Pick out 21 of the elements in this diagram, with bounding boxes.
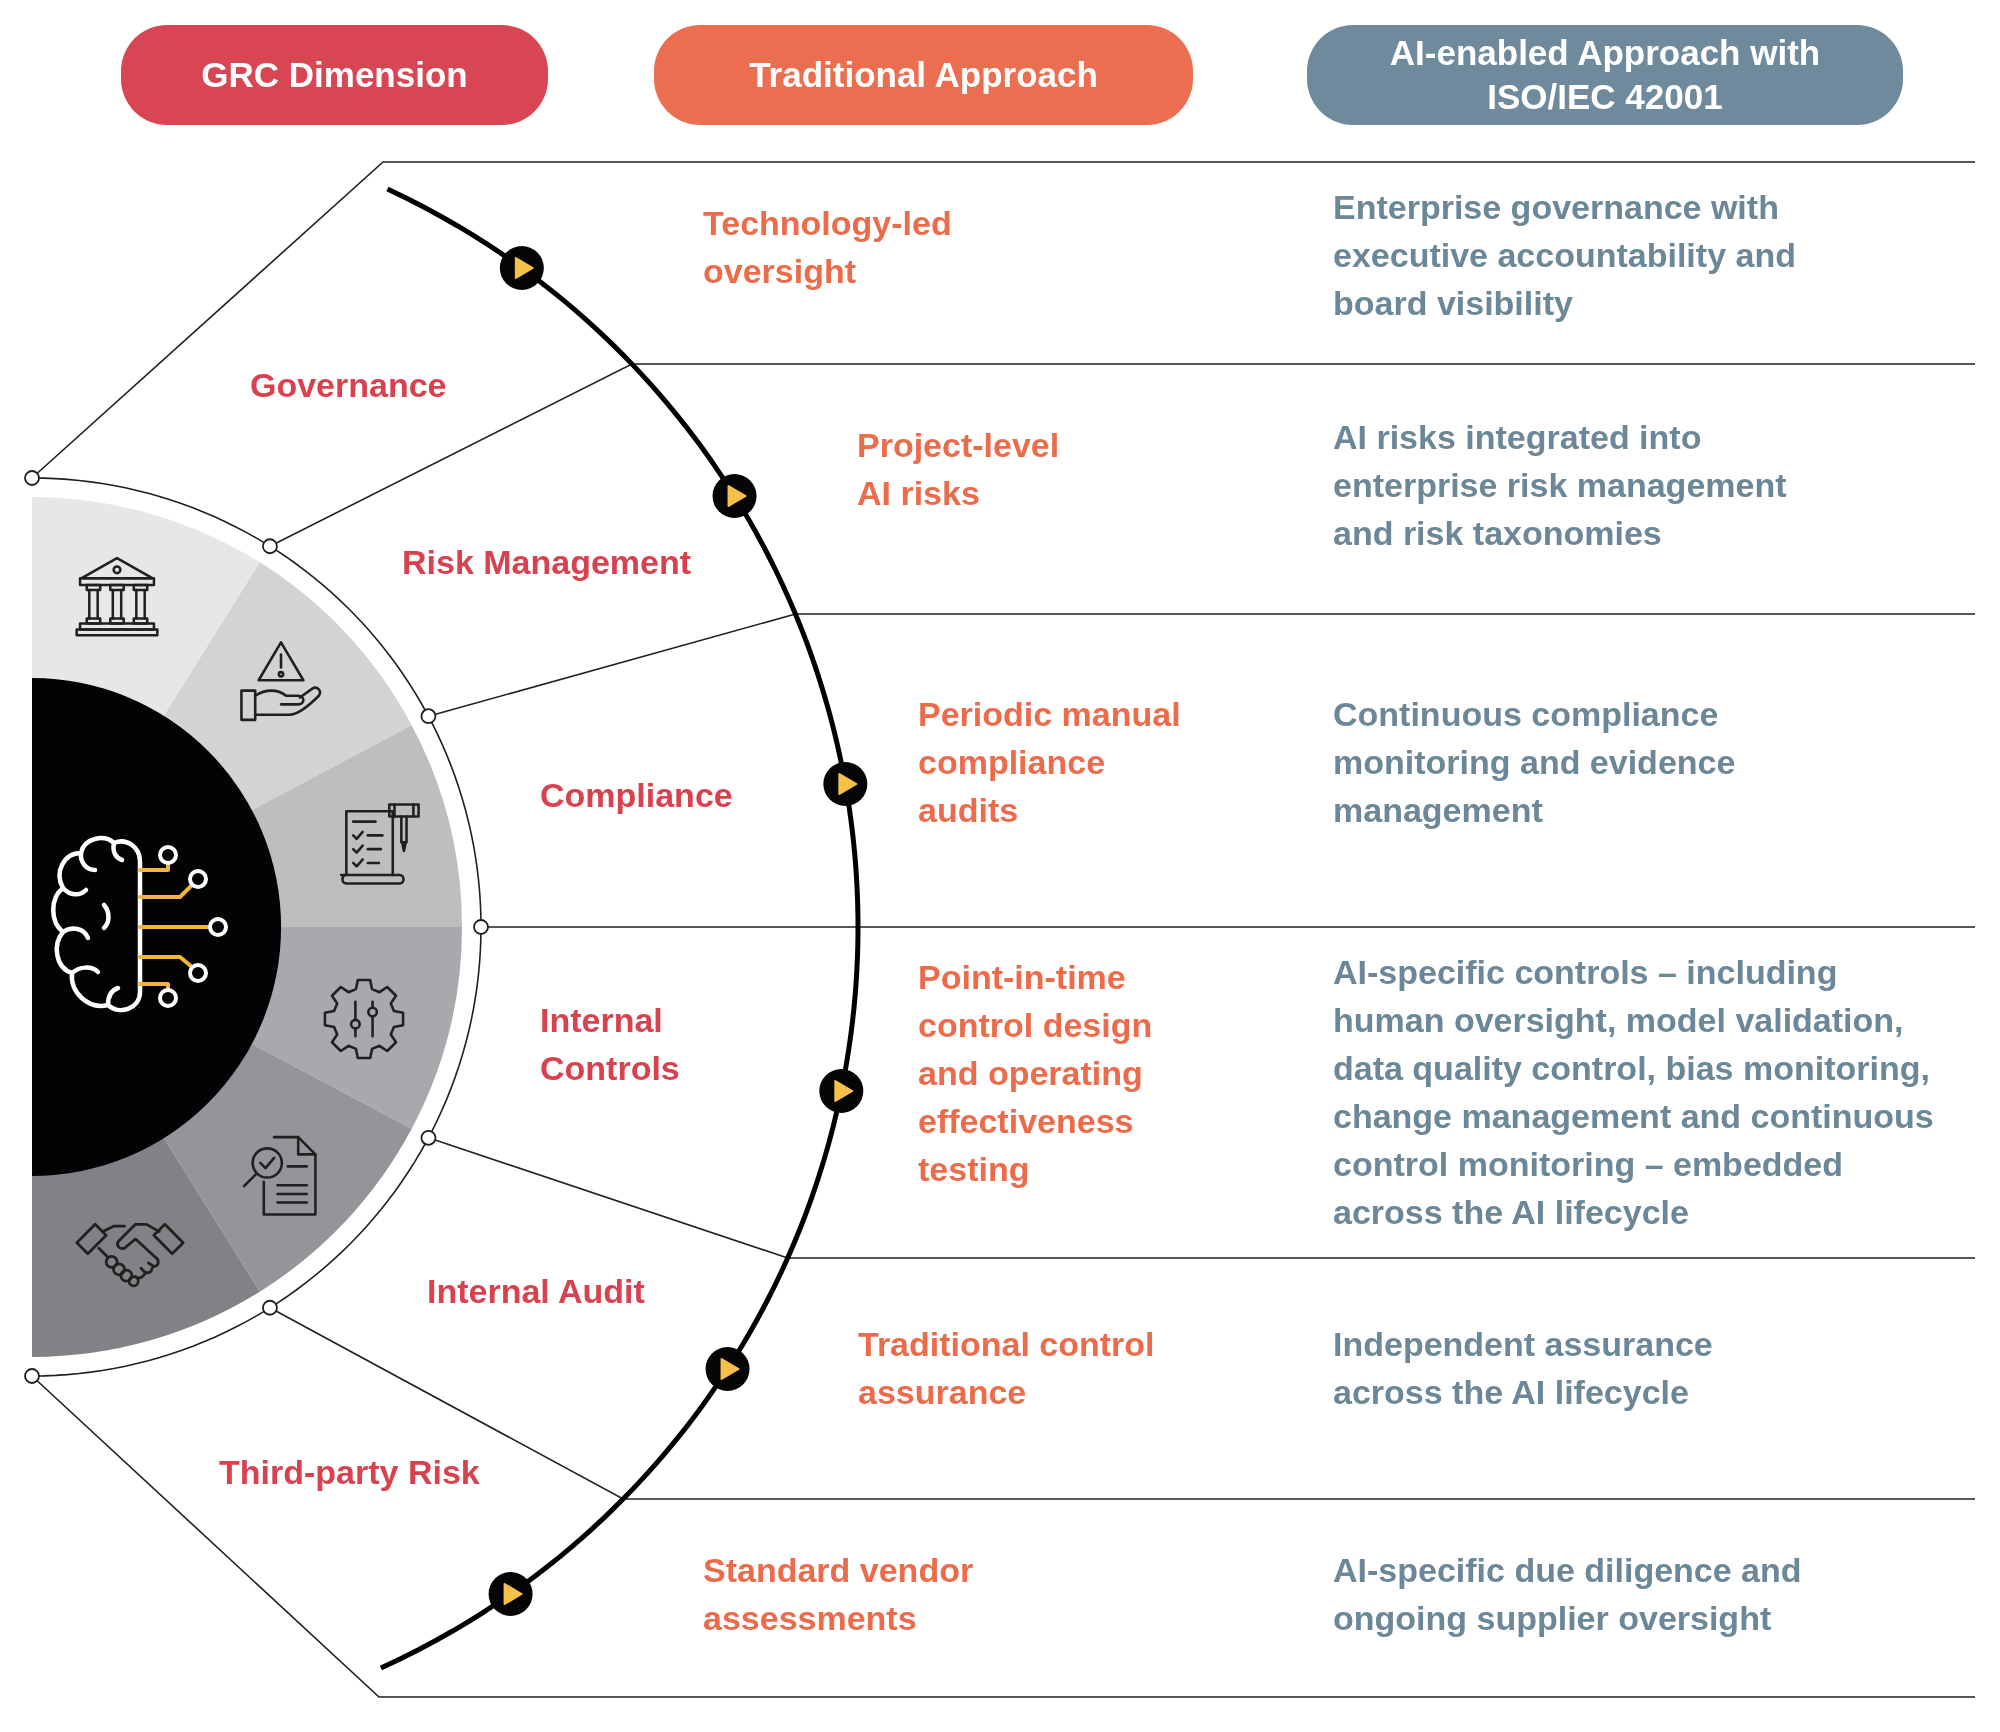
column-header: GRC Dimension: [121, 25, 548, 125]
dimension-label: Internal Controls: [540, 1000, 681, 1089]
traditional-approach-text: Project-level AI risks: [857, 425, 1061, 514]
column-header: AI-enabled Approach with ISO/IEC 42001: [1307, 25, 1903, 125]
ai-approach-text: Enterprise governance with executive accountability and board visibility: [1333, 187, 1797, 324]
ai-approach-text: Continuous compliance monitoring and evidence management: [1333, 694, 1737, 831]
dimension-label: Internal Audit: [427, 1271, 645, 1312]
traditional-approach-text: Periodic manual compliance audits: [918, 694, 1182, 831]
traditional-approach-text: Technology-led oversight: [703, 203, 953, 292]
dimension-label: Third-party Risk: [219, 1452, 480, 1493]
dimension-label: Risk Management: [402, 542, 692, 583]
ai-approach-text: AI risks integrated into enterprise risk management and risk taxonomies: [1333, 417, 1788, 554]
ai-approach-text: AI-specific due diligence and ongoing supplier oversight: [1333, 1550, 1803, 1639]
ai-approach-text: AI-specific controls – including human oversight, model validation, data quality control, bias monitoring, change management and continuous control monitoring – embedded across the AI lifecycle: [1333, 952, 1935, 1233]
ai-approach-text: Independent assurance across the AI lifecycle: [1333, 1324, 1714, 1413]
traditional-approach-text: Standard vendor assessments: [703, 1550, 975, 1639]
traditional-approach-text: Traditional control assurance: [858, 1324, 1156, 1413]
column-header: Traditional Approach: [654, 25, 1193, 125]
dimension-label: Governance: [250, 365, 447, 406]
traditional-approach-text: Point-in-time control design and operating effectiveness testing: [918, 957, 1154, 1190]
dimension-label: Compliance: [540, 775, 733, 816]
